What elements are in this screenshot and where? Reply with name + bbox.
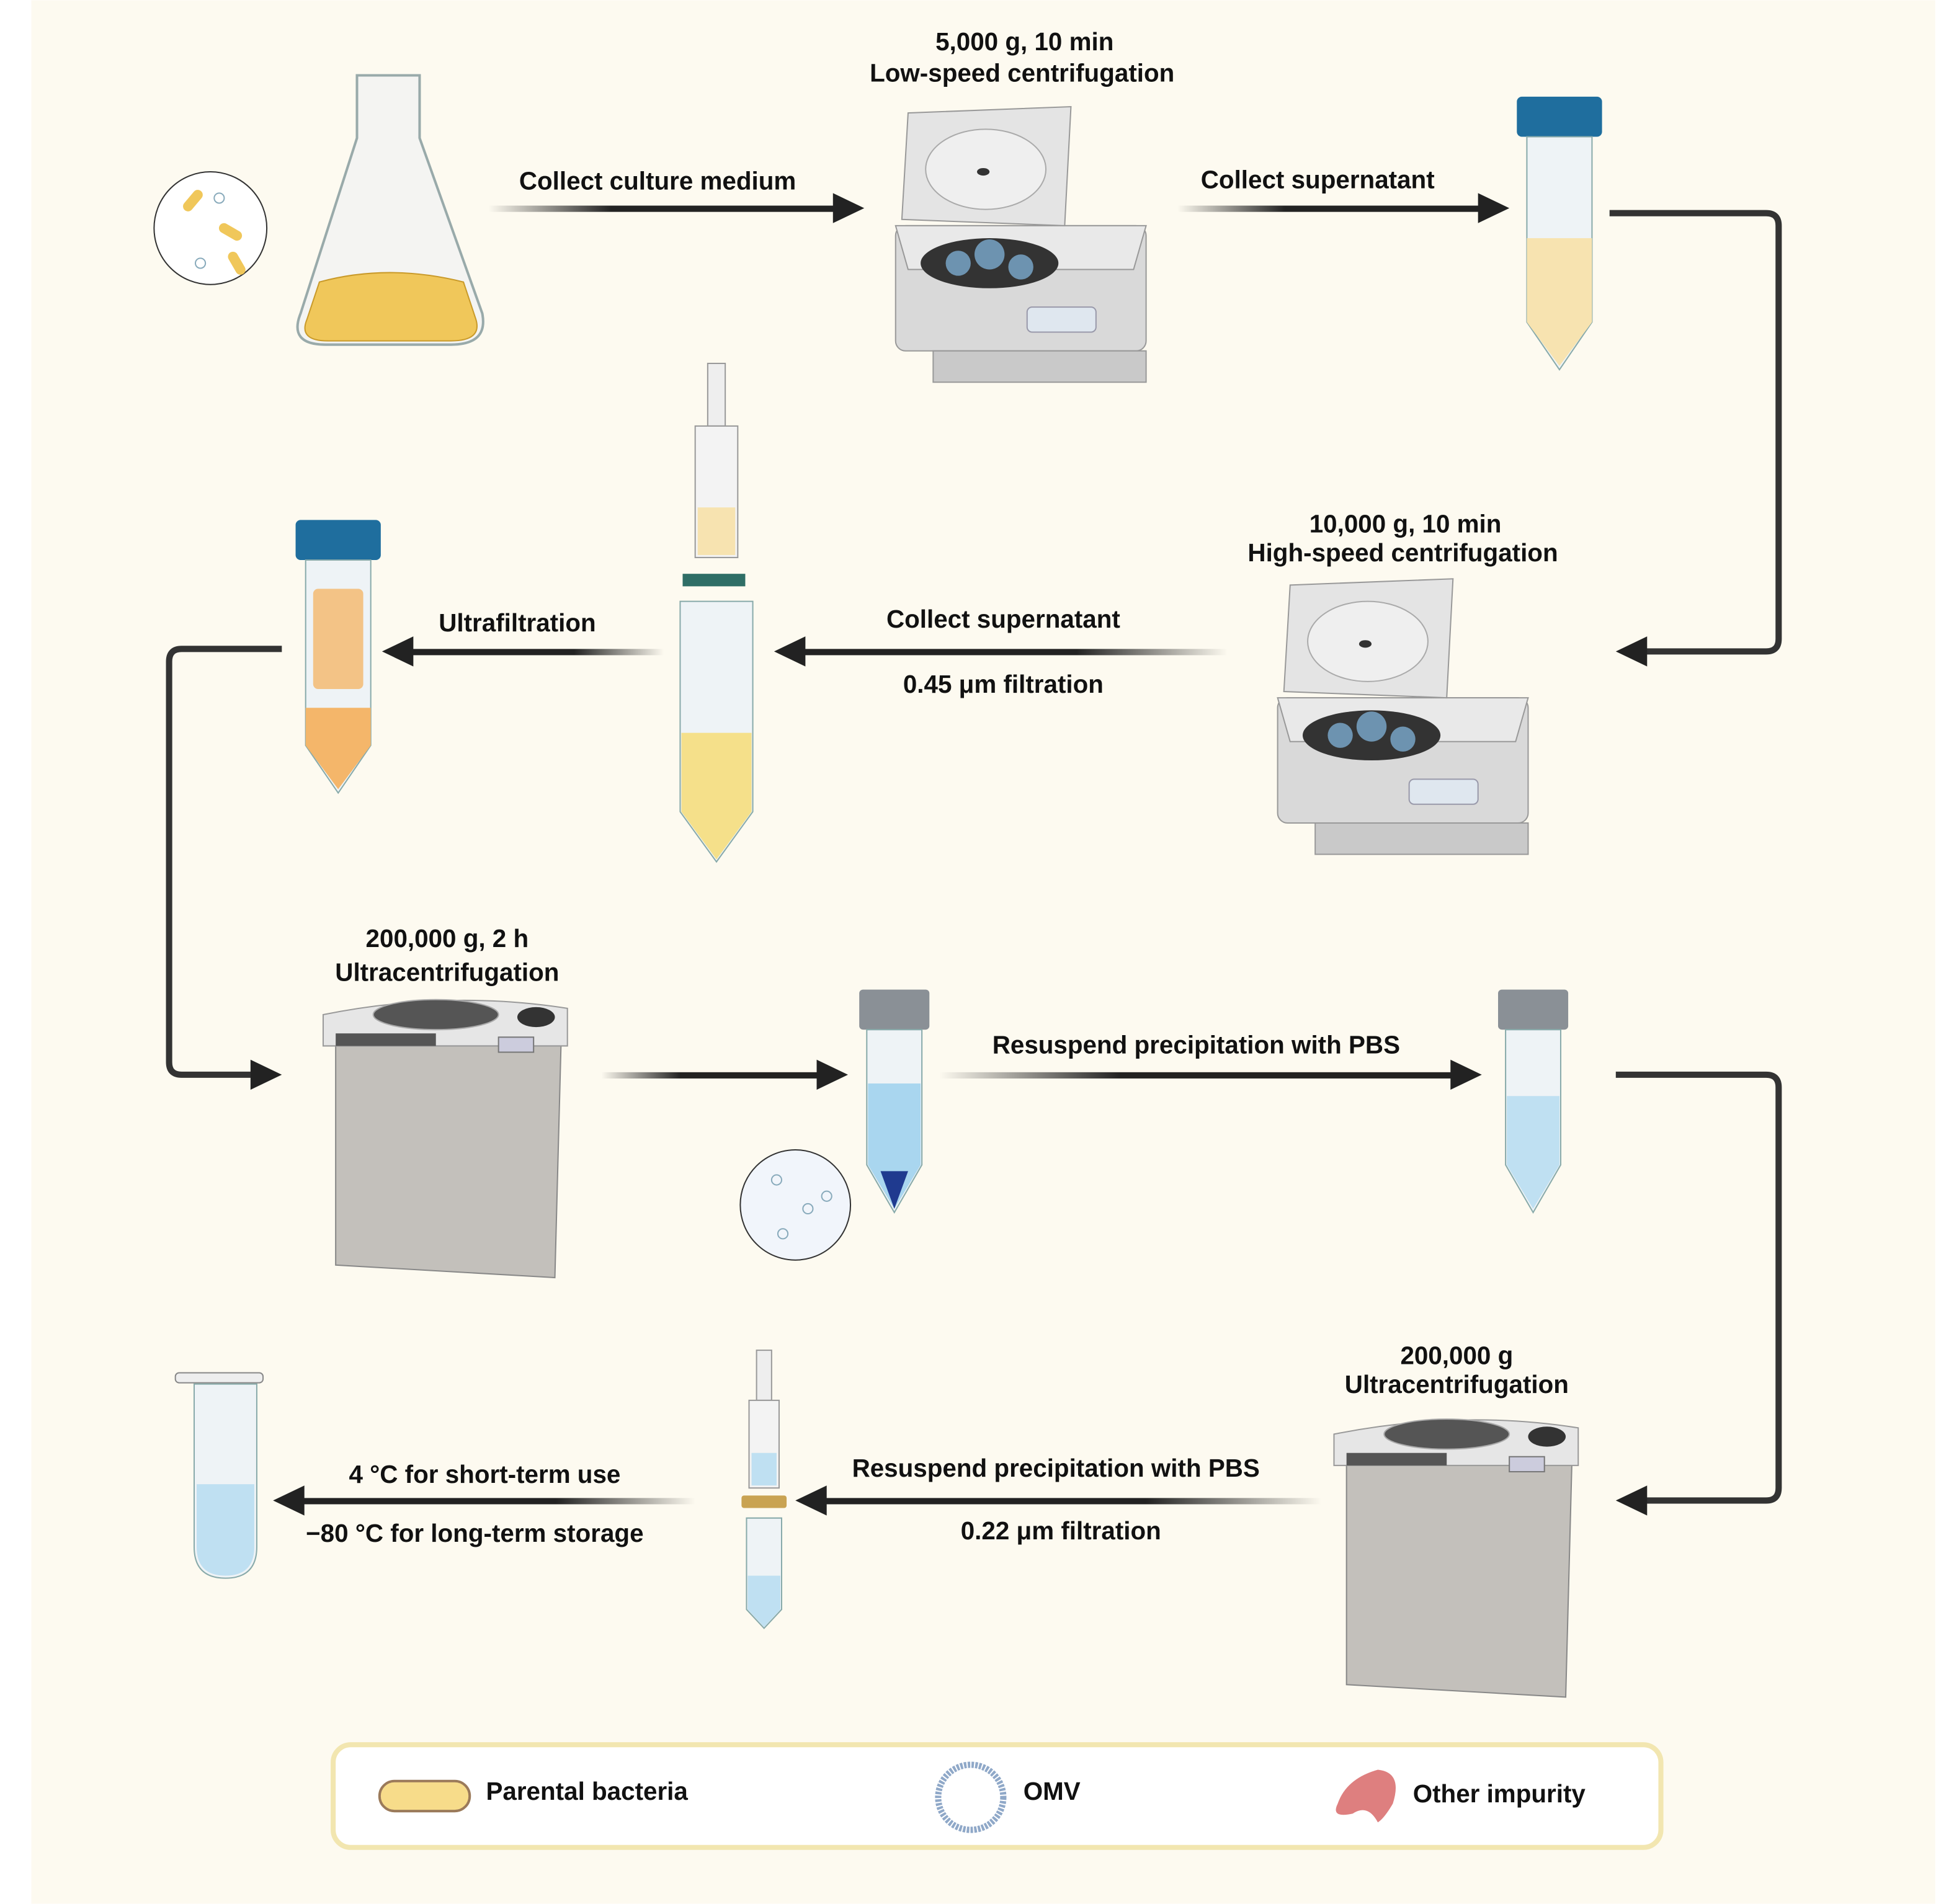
omv-icon (935, 1761, 1007, 1833)
step4-condition: 10,000 g, 10 min (1309, 510, 1502, 538)
pellet-tube-illustration (739, 989, 930, 1261)
arrow-step5 (774, 636, 1228, 667)
syringe-filter-022-illustration (741, 1350, 787, 1629)
supernatant-tube-50ml-illustration (1516, 96, 1603, 371)
ultrafiltration-tube-illustration (295, 519, 381, 794)
other-impurity-icon (1336, 1769, 1396, 1823)
arrow-step6 (381, 636, 664, 667)
step7-condition: 200,000 g, 2 h (366, 924, 529, 953)
arrow-step10 (795, 1485, 1322, 1516)
legend: Parental bacteria OMV Other impurity (331, 1742, 1664, 1850)
arrow-step11 (273, 1485, 695, 1516)
legend-bacteria-label: Parental bacteria (486, 1777, 688, 1805)
step11-arrow-label-top: 4 °C for short-term use (349, 1460, 620, 1488)
step7-method: Ultracentrifugation (335, 958, 559, 986)
arrow-step7 (601, 1059, 849, 1090)
ultracentrifuge-2-illustration (1333, 1418, 1579, 1698)
step10-arrow-label-top: Resuspend precipitation with PBS (852, 1454, 1260, 1482)
storage-tube-illustration (174, 1372, 264, 1579)
step10-arrow-label-bottom: 0.22 μm filtration (961, 1516, 1161, 1545)
omv-magnified-icon (739, 1149, 852, 1261)
step6-arrow-label: Ultrafiltration (439, 608, 596, 637)
step2-condition: 5,000 g, 10 min (935, 27, 1113, 56)
arrow-step1 (488, 193, 865, 223)
shaking-flask-illustration (153, 74, 484, 346)
connector-arrow-left (166, 646, 282, 1090)
step9-method: Ultracentrifugation (1345, 1370, 1569, 1399)
connector-arrow-right-2 (1615, 1071, 1782, 1516)
step4-method: High-speed centrifugation (1247, 538, 1558, 567)
step9-condition: 200,000 g (1400, 1341, 1513, 1369)
step3-arrow-label: Collect supernatant (1201, 165, 1435, 194)
step8-arrow-label: Resuspend precipitation with PBS (993, 1031, 1400, 1059)
connector-arrow-right-1 (1609, 210, 1782, 667)
step1-arrow-label: Collect culture medium (519, 166, 796, 195)
step2-method: Low-speed centrifugation (870, 59, 1174, 87)
resuspended-tube-illustration (1497, 989, 1569, 1214)
arrow-step3 (1177, 193, 1510, 223)
legend-impurity-label: Other impurity (1413, 1779, 1586, 1808)
legend-omv-label: OMV (1024, 1777, 1081, 1805)
ultracentrifuge-illustration (322, 999, 568, 1279)
arrow-step8 (939, 1059, 1482, 1090)
bacteria-magnified-icon (153, 171, 268, 285)
step5-arrow-label-bottom: 0.45 μm filtration (903, 670, 1104, 698)
syringe-filter-045-illustration (679, 362, 754, 863)
step11-arrow-label-bottom: −80 °C for long-term storage (306, 1519, 644, 1547)
step5-arrow-label-top: Collect supernatant (886, 605, 1120, 633)
parental-bacteria-icon (378, 1779, 471, 1813)
